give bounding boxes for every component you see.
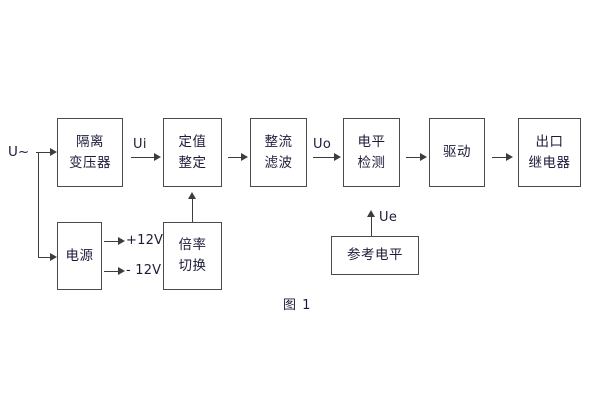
wire-power-positive-rail <box>104 241 120 242</box>
block-power-supply[interactable]: 电源 <box>57 222 102 290</box>
block-output-relay[interactable]: 出口 继电器 <box>518 118 581 187</box>
block-drive[interactable]: 驱动 <box>429 118 485 187</box>
signal-label-ue: Ue <box>379 210 398 225</box>
block-setting-value[interactable]: 定值 整定 <box>163 118 222 187</box>
block-setting-value-line-1: 定值 <box>178 133 207 150</box>
block-level-detect[interactable]: 电平 检测 <box>343 118 400 187</box>
wire-rectify-to-level <box>313 157 336 158</box>
block-rectify-filter[interactable]: 整流 滤波 <box>250 118 307 187</box>
block-multiplier-switch-line-2: 切换 <box>178 258 207 274</box>
block-level-detect-line-2: 检测 <box>357 154 386 171</box>
rail-label-negative: - 12V <box>126 263 162 278</box>
block-isolation-transformer-line-1: 隔离 <box>76 133 104 150</box>
arrowhead-multiplier-to-setting <box>188 192 196 199</box>
input-source-label: U~ <box>8 144 30 160</box>
block-reference-level-line-1: 参考电平 <box>347 247 403 264</box>
wire-power-negative-rail <box>104 271 120 272</box>
wire-transformer-to-setting <box>131 157 155 158</box>
block-setting-value-line-2: 整定 <box>178 154 207 171</box>
wire-input-to-transformer <box>38 152 51 153</box>
arrowhead-power-negative-rail <box>118 267 125 275</box>
wire-drive-to-relay <box>492 157 509 158</box>
block-output-relay-line-1: 出口 <box>535 133 564 150</box>
rail-label-positive: +12V <box>126 233 164 248</box>
arrowhead-setting-to-rectify <box>241 153 248 161</box>
block-isolation-transformer[interactable]: 隔离 变压器 <box>57 118 123 187</box>
wire-multiplier-to-setting <box>192 198 193 222</box>
block-rectify-filter-line-1: 整流 <box>264 133 293 150</box>
block-reference-level[interactable]: 参考电平 <box>331 236 419 275</box>
block-multiplier-switch[interactable]: 倍率 切换 <box>163 222 222 290</box>
arrowhead-drive-to-relay <box>506 153 513 161</box>
block-power-supply-line-1: 电源 <box>65 247 94 264</box>
arrowhead-input-to-power <box>50 253 57 261</box>
figure-caption: 图 1 <box>283 298 312 313</box>
arrowhead-transformer-to-setting <box>154 153 161 161</box>
signal-label-uo: Uo <box>313 137 332 152</box>
wire-input-to-power <box>38 257 51 258</box>
block-level-detect-line-1: 电平 <box>357 133 386 150</box>
block-drive-line-1: 驱动 <box>443 144 471 161</box>
block-rectify-filter-line-2: 滤波 <box>264 154 293 171</box>
wire-input-trunk <box>38 152 39 257</box>
wire-reference-to-level <box>371 216 372 236</box>
block-multiplier-switch-line-1: 倍率 <box>178 237 207 254</box>
block-isolation-transformer-line-2: 变压器 <box>69 154 111 171</box>
signal-label-ui: Ui <box>133 137 147 152</box>
arrowhead-power-positive-rail <box>118 237 125 245</box>
arrowhead-input-to-transformer <box>50 148 57 156</box>
wire-level-to-drive <box>406 157 422 158</box>
arrowhead-rectify-to-level <box>334 153 341 161</box>
arrowhead-level-to-drive <box>420 153 427 161</box>
arrowhead-reference-to-level <box>367 210 375 217</box>
block-output-relay-line-2: 继电器 <box>528 154 571 171</box>
wire-setting-to-rectify <box>228 157 243 158</box>
